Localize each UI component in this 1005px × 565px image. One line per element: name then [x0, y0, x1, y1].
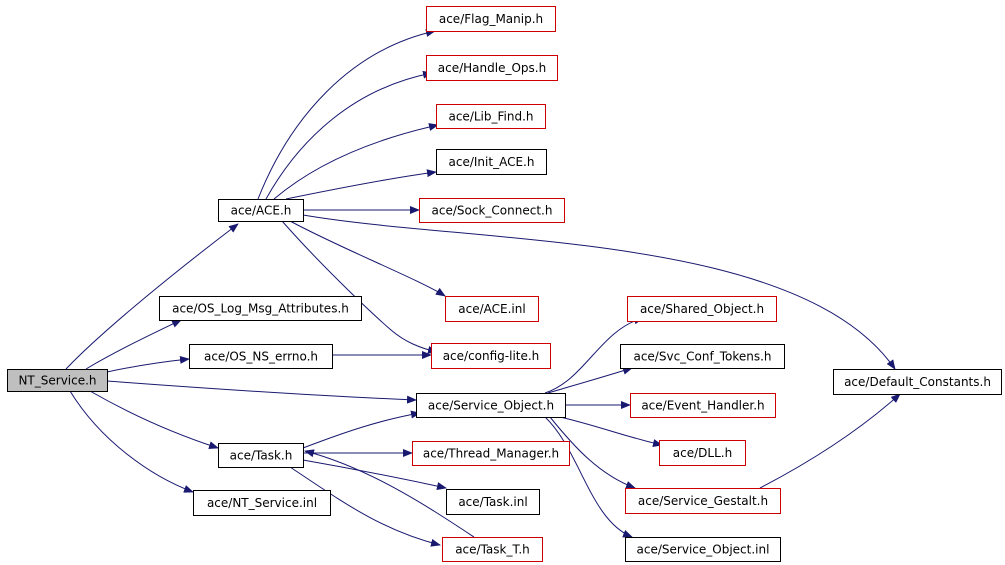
node-label: ace/Service_Gestalt.h — [638, 494, 768, 508]
node-task-t[interactable]: ace/Task_T.h — [442, 537, 543, 562]
node-box — [189, 344, 333, 369]
node-box — [627, 296, 777, 322]
node-label: ace/NT_Service.inl — [207, 496, 317, 510]
node-label: ace/Event_Handler.h — [641, 399, 764, 413]
node-init-ace[interactable]: ace/Init_ACE.h — [436, 149, 547, 175]
node-event-handler[interactable]: ace/Event_Handler.h — [630, 393, 776, 418]
node-box — [446, 489, 540, 515]
node-box — [416, 393, 566, 418]
edge-service-gestalt-to-default-constants — [759, 393, 901, 489]
node-thread-manager[interactable]: ace/Thread_Manager.h — [412, 441, 570, 466]
node-label: ace/Task_T.h — [455, 543, 530, 557]
node-box — [625, 537, 781, 562]
node-service-object-h[interactable]: ace/Service_Object.h — [416, 393, 566, 418]
node-dll-h[interactable]: ace/DLL.h — [659, 440, 746, 466]
node-label: ace/config-lite.h — [443, 349, 540, 363]
node-svc-conf-tokens[interactable]: ace/Svc_Conf_Tokens.h — [620, 344, 785, 369]
node-label: ace/Flag_Manip.h — [439, 12, 543, 26]
node-default-constants[interactable]: ace/Default_Constants.h — [833, 369, 1002, 395]
node-label: ace/Handle_Ops.h — [438, 61, 546, 75]
node-flag-manip[interactable]: ace/Flag_Manip.h — [426, 6, 556, 32]
node-ace-inl[interactable]: ace/ACE.inl — [445, 296, 539, 322]
node-label: ace/ACE.h — [231, 204, 292, 218]
node-label: NT_Service.h — [18, 374, 96, 388]
edge-nt-service-h-to-task-h — [89, 390, 219, 450]
node-box — [436, 149, 547, 175]
node-box — [436, 104, 546, 129]
edges-layer — [65, 29, 901, 547]
node-label: ace/ACE.inl — [458, 302, 525, 316]
node-box — [218, 199, 304, 222]
node-label: ace/Sock_Connect.h — [432, 204, 553, 218]
node-box — [625, 488, 781, 514]
edge-ace-h-to-default-constants — [302, 214, 896, 370]
node-config-lite[interactable]: ace/config-lite.h — [431, 343, 551, 369]
node-box — [431, 343, 551, 369]
node-box — [620, 344, 785, 369]
node-label: ace/Default_Constants.h — [844, 375, 991, 389]
edge-nt-service-h-to-ace-h — [65, 223, 239, 370]
node-box — [630, 393, 776, 418]
edge-ace-h-to-config-lite — [281, 220, 438, 354]
node-box — [419, 198, 565, 223]
nodes-layer: NT_Service.h ace/ACE.h ace/OS_Log_Msg_Attr… — [7, 6, 1002, 562]
node-task-inl[interactable]: ace/Task.inl — [446, 489, 540, 515]
node-label: ace/Thread_Manager.h — [423, 447, 559, 461]
edge-ace-h-to-init-ace — [285, 169, 437, 200]
node-label: ace/Service_Object.h — [428, 399, 554, 413]
node-box — [445, 296, 539, 322]
edge-ace-h-to-handle-ops — [265, 70, 433, 200]
node-box — [412, 441, 570, 466]
node-label: ace/Task.inl — [458, 495, 527, 509]
node-task-h[interactable]: ace/Task.h — [218, 443, 304, 468]
node-box — [426, 55, 558, 81]
edge-ace-h-to-ace-inl — [289, 220, 446, 297]
node-label: ace/Service_Object.inl — [637, 543, 770, 557]
node-box — [218, 443, 304, 468]
edge-ace-h-to-lib-find — [273, 123, 439, 200]
edge-task-h-to-task-t — [289, 466, 441, 547]
node-service-gestalt[interactable]: ace/Service_Gestalt.h — [625, 488, 781, 514]
node-box — [442, 537, 543, 562]
node-service-object-inl[interactable]: ace/Service_Object.inl — [625, 537, 781, 562]
edge-task-h-to-service-object-h — [302, 410, 421, 449]
node-sock-connect[interactable]: ace/Sock_Connect.h — [419, 198, 565, 223]
node-label: ace/Svc_Conf_Tokens.h — [633, 350, 771, 364]
node-nt-service-inl[interactable]: ace/NT_Service.inl — [193, 490, 331, 516]
node-label: ace/Shared_Object.h — [640, 302, 764, 316]
node-lib-find[interactable]: ace/Lib_Find.h — [436, 104, 546, 129]
node-shared-object[interactable]: ace/Shared_Object.h — [627, 296, 777, 322]
node-label: ace/OS_Log_Msg_Attributes.h — [172, 302, 349, 316]
node-label: ace/Lib_Find.h — [448, 110, 533, 124]
edge-service-object-h-to-shared-object — [544, 316, 644, 394]
node-box — [159, 296, 362, 321]
edge-service-object-h-to-service-object-inl — [544, 416, 633, 538]
edge-ace-h-to-flag-manip — [257, 29, 436, 200]
edge-task-t-to-task-h — [304, 449, 475, 538]
node-label: ace/DLL.h — [673, 446, 732, 460]
node-box — [7, 369, 108, 392]
edge-service-object-h-to-svc-conf-tokens — [547, 366, 633, 394]
node-handle-ops[interactable]: ace/Handle_Ops.h — [426, 55, 558, 81]
edge-service-object-h-to-dll-h — [559, 416, 663, 447]
node-os-ns-errno[interactable]: ace/OS_NS_errno.h — [189, 344, 333, 369]
node-box — [659, 440, 746, 466]
node-label: ace/OS_NS_errno.h — [204, 350, 318, 364]
node-label: ace/Task.h — [230, 449, 293, 463]
node-label: ace/Init_ACE.h — [449, 155, 535, 169]
node-os-log-msg[interactable]: ace/OS_Log_Msg_Attributes.h — [159, 296, 362, 321]
edge-nt-service-h-to-os-log-msg — [85, 319, 182, 370]
node-ace-h[interactable]: ace/ACE.h — [218, 199, 304, 222]
edge-nt-service-h-to-nt-service-inl — [69, 390, 194, 493]
edge-service-object-h-to-service-gestalt — [549, 416, 636, 489]
node-nt-service-h[interactable]: NT_Service.h — [7, 369, 108, 392]
edge-task-h-to-task-inl — [302, 459, 447, 490]
node-box — [426, 6, 556, 32]
edge-nt-service-h-to-service-object-h — [106, 380, 417, 404]
node-box — [833, 369, 1002, 395]
edge-nt-service-h-to-os-ns-errno — [106, 355, 190, 373]
node-box — [193, 490, 331, 516]
